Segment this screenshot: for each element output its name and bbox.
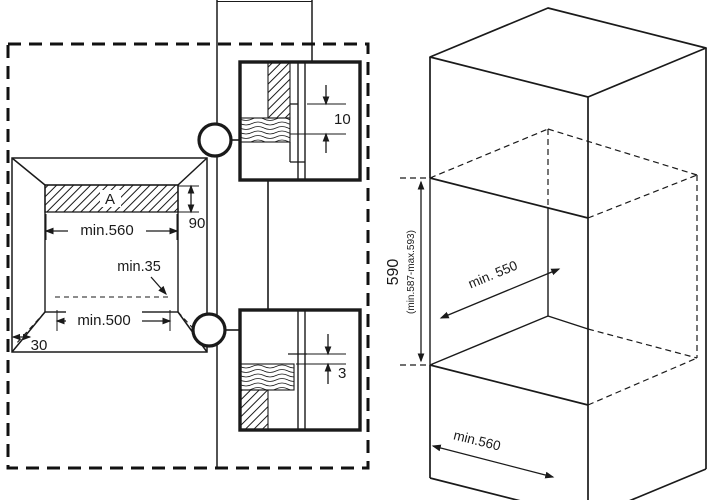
niche-interior-visible	[429, 208, 589, 366]
label-depth: min. 550	[466, 258, 520, 292]
label-top-gap: 10	[334, 111, 351, 128]
niche-interior-hidden	[400, 128, 698, 406]
detail-top-section: 10	[239, 61, 351, 180]
callout-circle-top	[197, 122, 233, 158]
label-width: min.560	[452, 427, 502, 453]
label-panel-height: 90	[189, 215, 206, 232]
label-rear-clearance: min.35	[117, 259, 161, 275]
niche-outer-frame	[11, 157, 208, 353]
wall-section-lines	[216, 0, 313, 468]
cabinet-iso-view: 590 (min.587-max.593) min. 550 min.560	[385, 7, 707, 500]
dim-width	[431, 444, 555, 479]
label-panel-a: A	[105, 191, 115, 208]
label-bottom-gap: 3	[338, 365, 346, 382]
cabinet-top-face	[429, 7, 707, 98]
label-top-width: min.560	[80, 222, 133, 239]
label-niche-height-range: (min.587-max.593)	[406, 230, 417, 314]
detail-bottom-section: 3	[239, 310, 346, 431]
cabinet-dimension-arrows	[417, 180, 561, 479]
callout-circle-bottom	[191, 312, 227, 348]
label-bottom-width: min.500	[77, 312, 130, 329]
label-niche-height: 590	[385, 259, 402, 286]
dim-depth	[439, 268, 561, 319]
niche-front-view: A min.560 90 min.35	[11, 157, 208, 354]
label-side-clearance: 30	[31, 337, 48, 354]
rear-clearance-arrow	[150, 276, 167, 296]
dashed-enclosure	[6, 42, 370, 470]
dim-panel-height	[178, 184, 199, 214]
